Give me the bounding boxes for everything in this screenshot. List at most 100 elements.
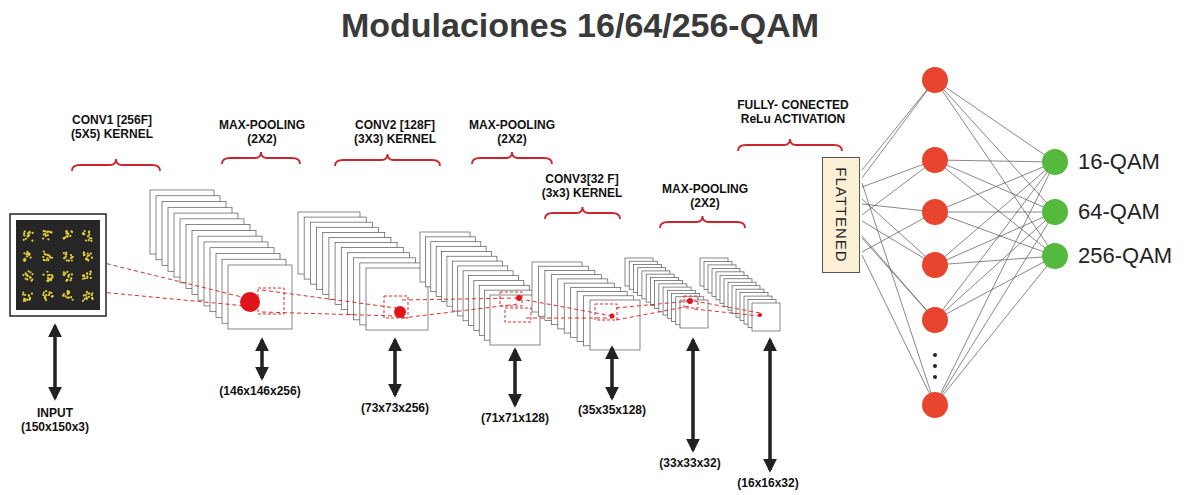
constellation-point — [45, 259, 47, 261]
output-circle — [1042, 243, 1068, 269]
receptive-field-line — [100, 292, 246, 306]
constellation-point — [89, 271, 91, 273]
constellation-point — [91, 297, 93, 299]
constellation-point — [91, 257, 93, 259]
constellation-point — [66, 235, 68, 237]
constellation-point — [72, 299, 74, 301]
dimension-label: (146x146x256) — [205, 384, 315, 398]
dimension-arrow — [260, 340, 264, 378]
constellation-point — [89, 237, 91, 239]
constellation-point — [26, 255, 28, 257]
constellation-point — [45, 290, 47, 292]
constellation-point — [65, 253, 67, 255]
layer-label: CONV2 [128F] (3X3) KERNEL — [345, 118, 445, 146]
constellation-point — [88, 296, 90, 298]
layer-label: FULLY- CONECTED ReLu ACTIVATION — [731, 98, 855, 126]
constellation-point — [23, 232, 25, 234]
constellation-point — [46, 271, 48, 273]
output-neuron: 16-QAM — [1042, 149, 1164, 175]
dense-connection — [935, 162, 1055, 212]
constellation-point — [84, 298, 86, 300]
activation-dot — [687, 298, 693, 304]
constellation-point — [51, 295, 53, 297]
constellation-point — [68, 274, 70, 276]
constellation-point — [83, 233, 85, 235]
dense-connection — [935, 80, 1055, 256]
constellation-point — [24, 294, 26, 296]
constellation-point — [27, 270, 29, 272]
constellation-point — [88, 254, 90, 256]
constellation-point — [42, 237, 44, 239]
receptive-field-line — [694, 309, 760, 316]
constellation-point — [23, 234, 25, 236]
constellation-point — [28, 231, 30, 233]
dimension-arrow — [691, 340, 695, 450]
constellation-point — [29, 276, 31, 278]
dimension-label: (35x35x128) — [564, 403, 660, 417]
output-circle — [1042, 199, 1068, 225]
constellation-point — [82, 275, 84, 277]
constellation-point — [85, 294, 87, 296]
constellation-point — [65, 253, 67, 255]
constellation-point — [29, 231, 31, 233]
constellation-point — [65, 232, 67, 234]
constellation-point — [43, 230, 45, 232]
feature-map — [752, 303, 780, 331]
constellation-point — [28, 254, 30, 256]
constellation-point — [43, 292, 45, 294]
kernel-window — [684, 296, 698, 308]
constellation-point — [83, 254, 85, 256]
constellation-point — [85, 296, 87, 298]
input-plot — [16, 220, 100, 310]
kernel-window — [384, 296, 408, 318]
constellation-point — [71, 273, 73, 275]
constellation-point — [29, 256, 31, 258]
activation-dot — [394, 306, 406, 318]
layer-brace — [472, 152, 552, 164]
constellation-point — [69, 235, 71, 237]
input-frame — [10, 214, 106, 316]
constellation-point — [66, 259, 68, 261]
constellation-point — [68, 260, 70, 262]
dense-connection — [935, 80, 1055, 212]
dimension-arrow — [610, 348, 614, 398]
constellation-point — [82, 274, 84, 276]
constellation-point — [85, 239, 87, 241]
constellation-point — [22, 291, 24, 293]
layer-brace — [335, 154, 440, 166]
constellation-point — [24, 298, 26, 300]
constellation-point — [47, 259, 49, 261]
constellation-point — [46, 231, 48, 233]
layer-brace — [738, 139, 842, 151]
constellation-point — [87, 259, 89, 261]
hidden-neuron — [922, 67, 948, 93]
dimension-label: (71x71x128) — [467, 411, 563, 425]
dimension-label: (73x73x256) — [340, 401, 450, 415]
constellation-point — [70, 296, 72, 298]
output-circle — [1042, 149, 1068, 175]
receptive-field-line — [616, 301, 690, 308]
constellation-point — [82, 232, 84, 234]
constellation-point — [90, 252, 92, 254]
constellation-point — [88, 292, 90, 294]
constellation-point — [88, 231, 90, 233]
hidden-neuron — [922, 252, 948, 278]
constellation-point — [64, 272, 66, 274]
receptive-field-line — [526, 300, 612, 316]
constellation-point — [47, 280, 49, 282]
feature-map — [590, 300, 640, 350]
receptive-field-line — [402, 298, 518, 300]
constellation-point — [48, 294, 50, 296]
constellation-point — [90, 271, 92, 273]
constellation-point — [71, 231, 73, 233]
constellation-point — [65, 280, 67, 282]
layer-label: CONV1 [256F] (5X5) KERNEL — [62, 113, 162, 141]
layer-brace — [72, 159, 160, 171]
constellation-point — [47, 238, 49, 240]
constellation-point — [22, 274, 24, 276]
constellation-point — [82, 300, 84, 302]
constellation-point — [44, 253, 46, 255]
constellation-point — [27, 236, 29, 238]
